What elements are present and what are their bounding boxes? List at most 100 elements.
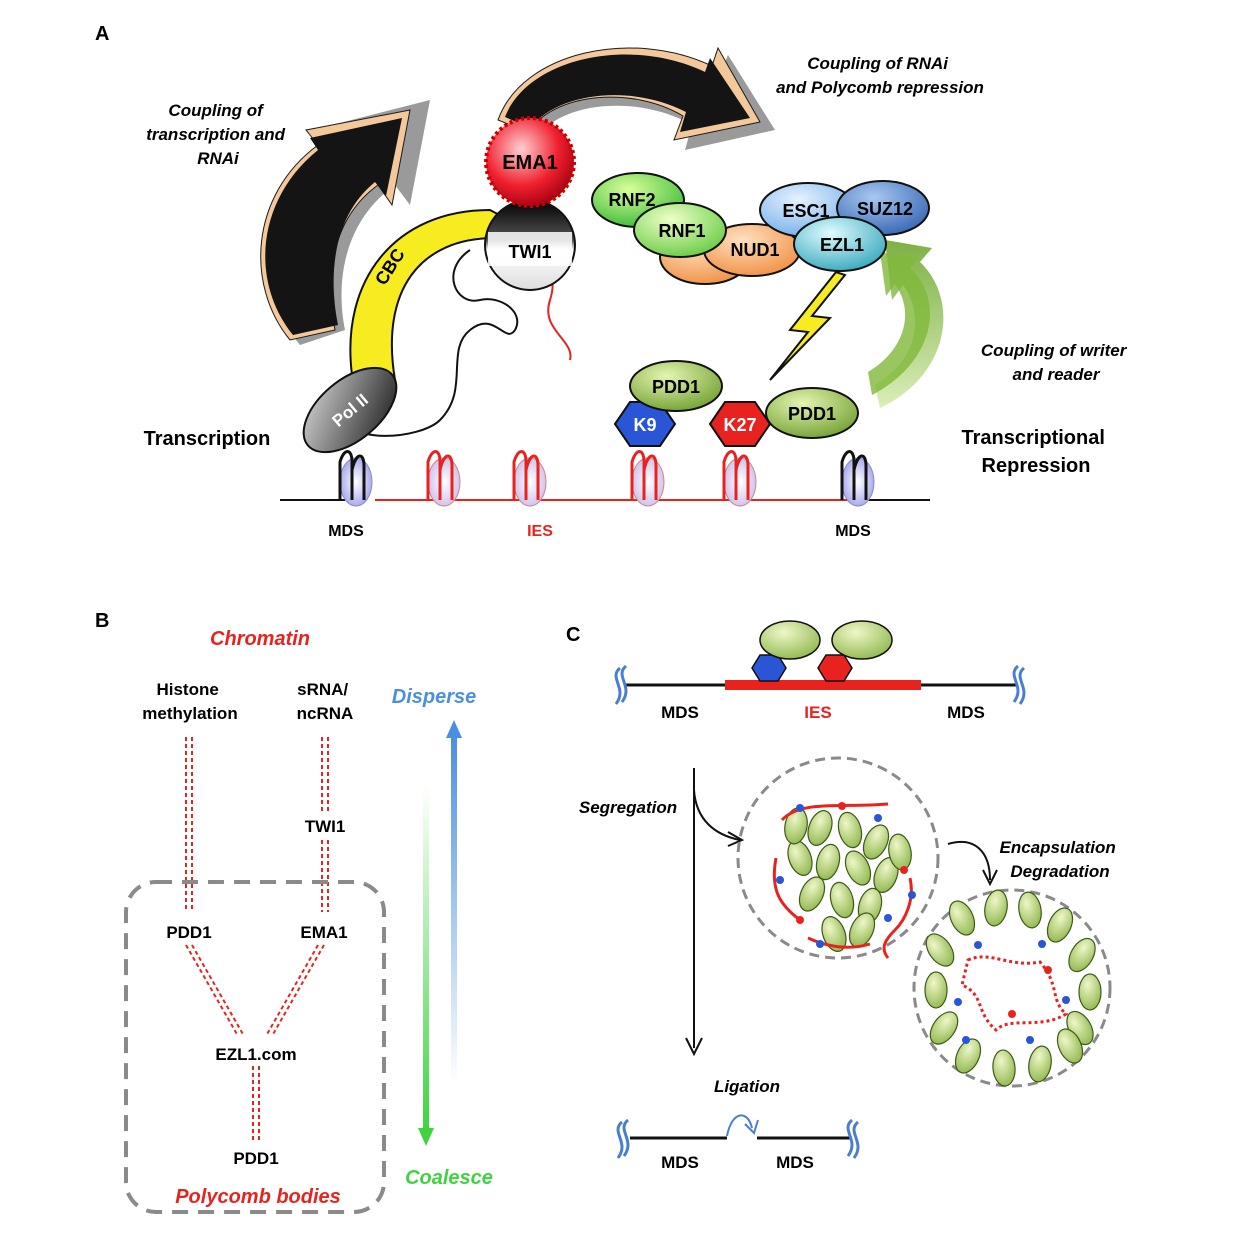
k27-mark	[900, 866, 908, 874]
k9-mark	[1026, 1036, 1034, 1044]
nud1-text: NUD1	[730, 240, 779, 260]
nucleosome-left	[338, 450, 373, 507]
body2-oval	[984, 889, 1008, 927]
body2-oval	[1068, 937, 1096, 973]
body1-oval	[807, 810, 833, 846]
nucleosome-ies-2	[512, 450, 547, 507]
polycomb-bodies-label: Polycomb bodies	[175, 1186, 341, 1208]
rna-transcript	[348, 249, 519, 437]
nucleosome-right	[840, 450, 875, 507]
k9-hexagon	[613, 401, 677, 447]
k9-mark	[962, 1036, 970, 1044]
k9-mark	[1062, 996, 1070, 1004]
degrading-ies-loop	[960, 955, 1069, 1033]
k9-mark	[776, 876, 784, 884]
panel-c-label: C	[566, 624, 580, 646]
c-mds-bottom-left-label: MDS	[661, 1153, 699, 1172]
ezl1-com-label: EZL1.com	[215, 1045, 296, 1064]
rnf2-label: RNF2	[608, 190, 655, 210]
cbc-shape	[349, 208, 507, 382]
k9-mark	[796, 804, 804, 812]
rnf1-label: RNF1	[658, 221, 705, 241]
disperse-arrow-shaft	[451, 735, 457, 1085]
c-k9-hexagon	[751, 654, 787, 682]
ema1-label: EMA1	[502, 152, 558, 174]
body1-oval	[829, 881, 855, 919]
body1-oval	[837, 811, 863, 849]
srna-ncrna-label: sRNA/ ncRNA	[297, 680, 354, 723]
ligation-label: Ligation	[714, 1077, 780, 1096]
nucleosome-ies-4	[722, 450, 757, 507]
esc1-label: ESC1	[782, 201, 829, 221]
c-k27-hexagon	[817, 654, 853, 682]
pathway-dashed-lines	[185, 737, 329, 1140]
pdd1-b-bottom-label: PDD1	[233, 1149, 278, 1168]
pdd1-right-shape	[765, 387, 859, 439]
segregation-branch-arrowhead	[727, 831, 745, 847]
ezl1-shape	[793, 216, 887, 272]
k9-mark	[816, 940, 824, 948]
chromatin-label: Chromatin	[210, 628, 310, 650]
body2-oval	[1028, 1045, 1052, 1083]
ies-fragment-top	[780, 802, 889, 822]
k9-label: K9	[633, 415, 656, 435]
k9-mark	[1038, 940, 1046, 948]
nucleosome-ies-3	[630, 450, 665, 507]
encapsulation-arrow	[947, 841, 991, 881]
body2-oval	[924, 971, 948, 1009]
coupling-arrow-transcription-rnai	[260, 100, 430, 345]
process-arrowhead	[685, 1037, 703, 1057]
nucleosome-ies-1	[426, 450, 461, 507]
body2-oval	[954, 1038, 982, 1074]
disperse-arrowhead	[446, 720, 462, 738]
pdd1-b-top-label: PDD1	[166, 923, 211, 942]
pdd1-top-label: PDD1	[652, 377, 700, 397]
k9-mark	[884, 914, 892, 922]
polycomb-bodies-box	[124, 880, 386, 1214]
encapsulation-body-circle	[912, 888, 1112, 1088]
c-ies-label: IES	[804, 703, 831, 722]
mds-left-label: MDS	[328, 523, 364, 540]
c-pdd1-left	[759, 620, 821, 660]
body2-oval	[929, 1011, 959, 1045]
disperse-label: Disperse	[392, 686, 477, 708]
k27-mark	[1044, 966, 1052, 974]
body1-oval	[815, 843, 841, 881]
body2-oval	[1046, 907, 1074, 943]
rnf1-shape	[633, 202, 727, 258]
k9-mark	[954, 998, 962, 1006]
transcriptional-repression-label: Transcriptional Repression	[962, 427, 1111, 477]
body2-oval	[925, 933, 955, 967]
segregation-label: Segregation	[579, 798, 677, 817]
k9-mark	[874, 814, 882, 822]
mds-right-label: MDS	[835, 523, 871, 540]
ies-fragment-bottom	[807, 936, 871, 949]
coupling-arrow-rnai-polycomb	[497, 46, 775, 150]
coupling-rnai-polycomb-text: Coupling of RNAi and Polycomb repression	[776, 54, 984, 97]
body2-oval	[1078, 973, 1102, 1011]
c-mds-bottom-right-label: MDS	[776, 1153, 814, 1172]
coupling-writer-reader-text: Coupling of writer and reader	[981, 341, 1131, 384]
panel-a-label: A	[95, 23, 109, 45]
body1-oval	[844, 850, 872, 886]
suz12-label: SUZ12	[857, 199, 913, 219]
coalesce-arrow-shaft	[423, 785, 429, 1130]
k9-mark	[974, 941, 982, 949]
k27-mark	[838, 802, 846, 810]
segregation-body-circle	[736, 756, 940, 960]
body2-oval	[1056, 1028, 1084, 1064]
ligated-chromosome	[616, 1114, 860, 1159]
panel-c-chromosome	[614, 664, 1026, 705]
coupling-arrow-writer-reader	[868, 240, 944, 408]
coupling-transcription-rnai-text: Coupling of transcription and RNAi	[146, 101, 290, 168]
c-mds-right-label: MDS	[947, 703, 985, 722]
k9-mark	[908, 891, 916, 899]
k27-mark	[796, 916, 804, 924]
transcription-label: Transcription	[144, 428, 271, 450]
pdd1-right-label: PDD1	[788, 404, 836, 424]
twi1-label: TWI1	[509, 242, 552, 262]
ies-fragment-left	[772, 857, 801, 922]
c-pdd1-right	[831, 620, 893, 660]
ies-label: IES	[527, 523, 553, 540]
